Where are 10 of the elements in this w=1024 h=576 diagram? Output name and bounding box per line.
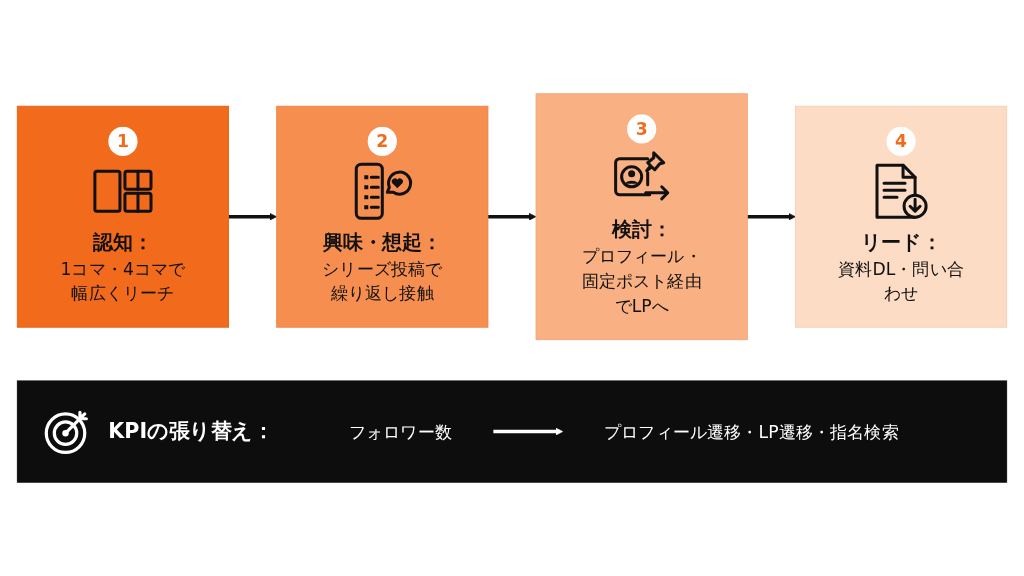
arrow xyxy=(747,212,796,221)
node-box: 2 興味・想起： シリーズ投稿で繰り返し接触 xyxy=(276,105,489,328)
node-box: 3 検討： プロフィール・固定ポスト経由でLPへ xyxy=(535,93,748,341)
node-box: 1 認知： 1コマ・4コマで幅広くリーチ xyxy=(16,105,229,328)
arrow xyxy=(228,212,277,221)
node-text: プロフィール遷移・LP遷移・指名検索 xyxy=(604,421,899,442)
arrow xyxy=(493,427,564,436)
node-box: 4 リード： 資料DL・問い合わせ xyxy=(795,105,1008,328)
arrow xyxy=(487,212,537,221)
node-text: フォロワー数 xyxy=(348,421,452,442)
